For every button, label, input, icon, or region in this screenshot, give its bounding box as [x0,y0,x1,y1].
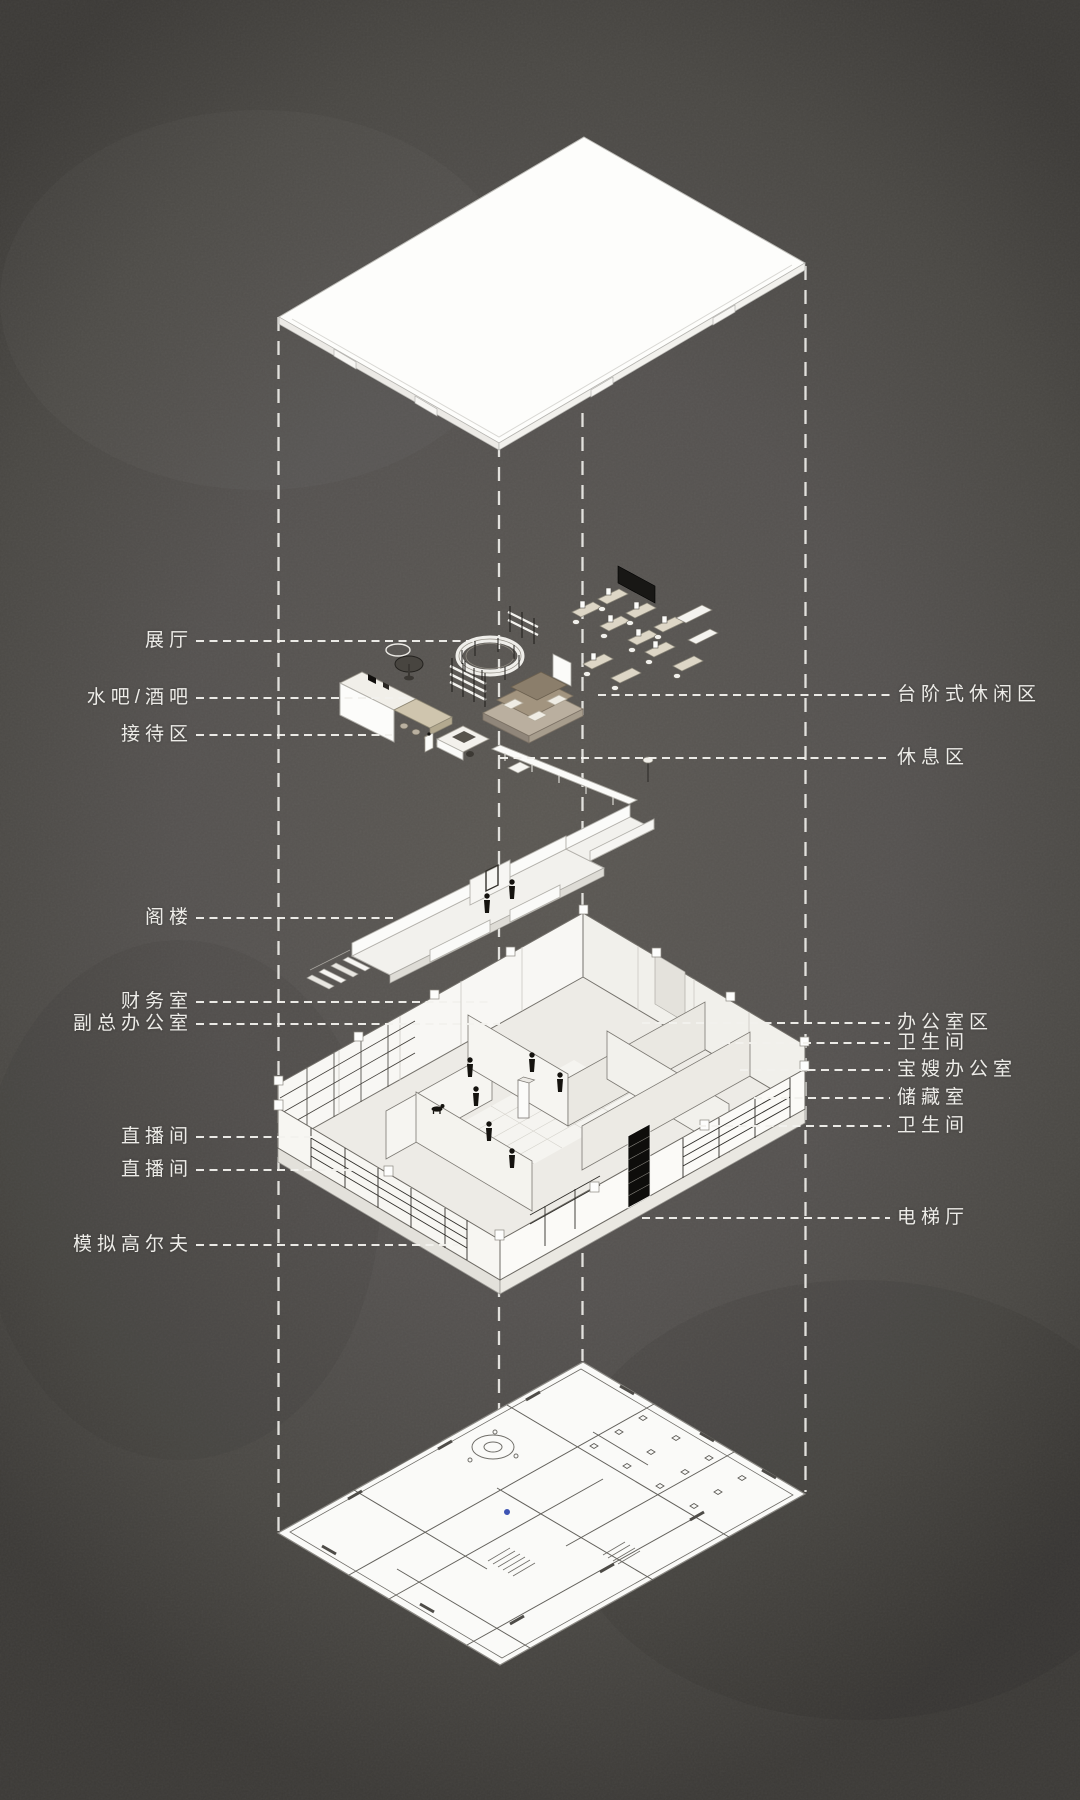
plan-stairs [487,1541,641,1577]
area-label-left-6: 直播间 [120,1126,193,1147]
circular-display-shelf [455,635,525,683]
southwest-wall [277,1107,501,1281]
area-label-left-5: 副总办公室 [72,1013,193,1034]
area-label-right-4: 宝嫂办公室 [897,1059,1018,1080]
area-label-right-2: 办公室区 [897,1012,994,1033]
reception-desk [424,725,490,761]
area-label-left-7: 直播间 [120,1159,193,1180]
interior-partitions [385,1001,751,1212]
area-label-left-3: 阁楼 [144,907,193,928]
plan-wall-hatch [321,1384,777,1626]
area-label-right-7: 电梯厅 [897,1207,970,1228]
shelf-rack [449,606,539,707]
stepped-seating [482,671,584,744]
leader-lines [196,640,890,1246]
area-label-left-4: 财务室 [120,991,193,1012]
round-table [385,643,424,681]
roof-plane [278,136,806,451]
column [517,1076,536,1119]
southeast-wall [499,1068,806,1281]
person-silhouette [509,879,515,899]
area-label-left-2: 接待区 [120,724,193,745]
furniture-level [339,565,719,805]
mezzanine-corridor [564,804,656,862]
mezzanine-stairs [306,949,371,990]
area-label-right-0: 台阶式休闲区 [897,684,1042,705]
area-label-left-1: 水吧/酒吧 [86,687,193,708]
area-label-right-1: 休息区 [897,747,970,768]
plan-workstations [589,1414,747,1510]
roof-edge-notches [333,304,736,417]
area-label-right-5: 储藏室 [897,1087,970,1108]
plan-walls [348,1403,735,1649]
area-label-right-6: 卫生间 [897,1115,970,1136]
elevator-doors [627,1123,651,1209]
bar-counter [339,671,453,748]
office-desk-cluster [571,587,719,691]
floor-plan-level [276,1361,807,1666]
area-label-left-0: 展厅 [144,630,193,651]
mezzanine-doorway [469,859,511,906]
tv-screen [617,565,656,604]
coffee-machine [368,674,376,684]
mezzanine-level [306,804,656,990]
pilaster-caps [273,904,810,1241]
plan-blue-marker [504,1509,510,1515]
area-label-left-8: 模拟高尔夫 [72,1234,193,1255]
floor-model-level [273,904,810,1295]
plan-circular-desk [467,1429,519,1463]
display-board [552,653,572,687]
rest-area-bench [490,744,654,805]
area-label-right-3: 卫生间 [897,1032,970,1053]
person-silhouette [484,893,490,913]
